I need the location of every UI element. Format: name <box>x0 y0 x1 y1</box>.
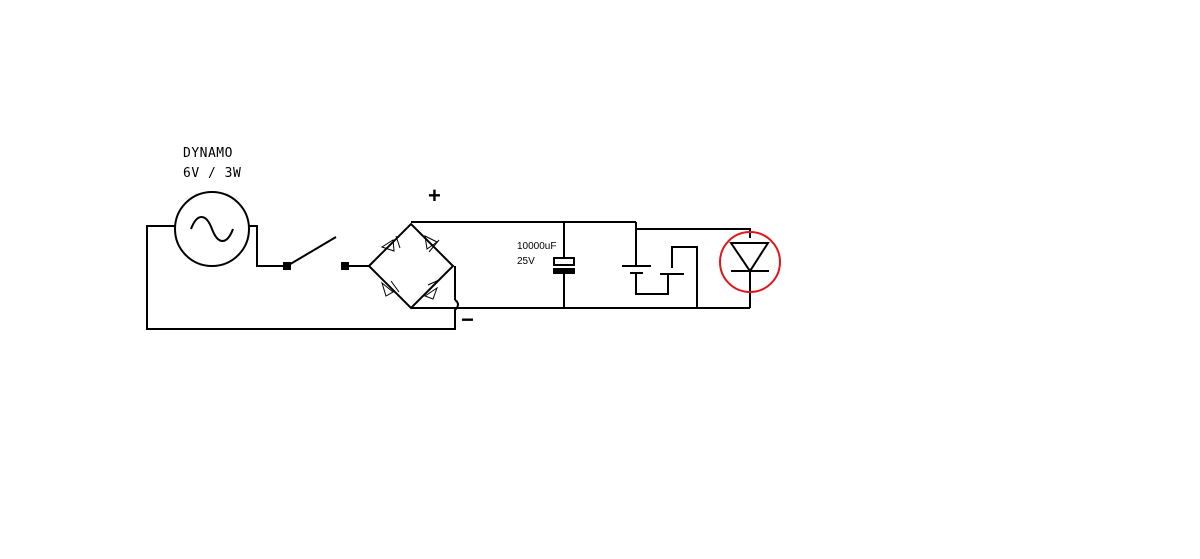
wire-dynamo-switch <box>249 225 287 267</box>
bridge-rectifier <box>367 222 455 310</box>
wire-return <box>146 225 456 330</box>
dynamo-rating-label: 6V / 3W <box>183 166 242 181</box>
led-highlight-circle <box>719 231 781 293</box>
capacitor-icon <box>553 222 575 308</box>
capacitor-value-label: 10000uF <box>517 241 557 252</box>
switch-icon <box>283 236 369 270</box>
wire-negative-rail <box>411 266 751 320</box>
capacitor-voltage-label: 25V <box>517 256 535 267</box>
diode-icon <box>381 280 400 297</box>
diode-icon <box>423 279 440 300</box>
diode-icon <box>424 235 440 253</box>
dynamo-label: DYNAMO <box>183 146 233 161</box>
ac-source-icon <box>174 191 250 267</box>
wire-positive-rail <box>411 221 751 238</box>
diode-icon <box>380 235 401 252</box>
negative-terminal-label: − <box>461 307 474 332</box>
battery-icon <box>622 229 698 308</box>
led-icon <box>729 242 770 273</box>
positive-terminal-label: + <box>428 183 441 208</box>
